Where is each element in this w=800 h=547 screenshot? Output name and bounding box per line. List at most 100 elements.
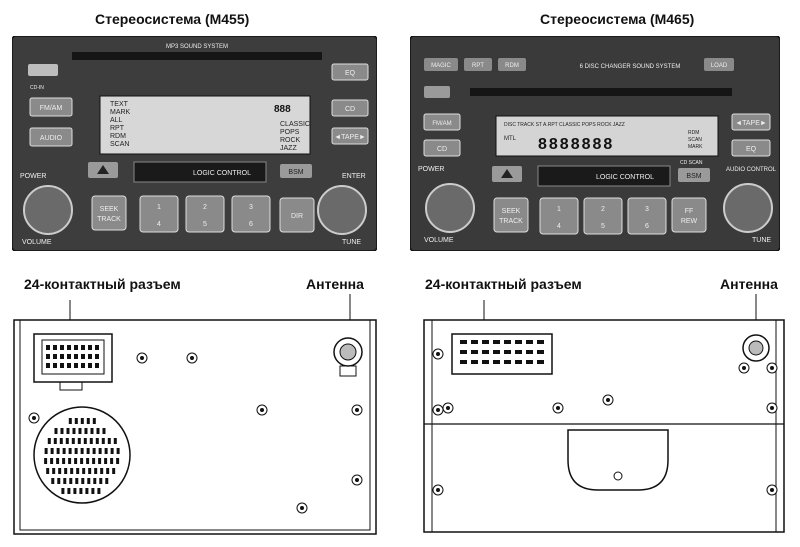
m465-connector-pin <box>482 360 489 364</box>
m455-24-pin-connector <box>33 333 113 383</box>
grille-slot <box>52 468 56 474</box>
m465-fmam-button[interactable] <box>423 113 461 131</box>
m455-audio-label: AUDIO <box>40 135 63 142</box>
grille-slot <box>75 478 79 484</box>
m455-tape-button[interactable] <box>331 127 369 145</box>
grille-slot <box>68 458 72 464</box>
m465-logic-label: LOGIC CONTROL <box>596 174 654 181</box>
m455-preset-button[interactable] <box>139 195 179 233</box>
m465-tape-button[interactable] <box>731 113 771 131</box>
title-m465: Стереосистема (M465) <box>540 11 695 27</box>
m455-display <box>99 95 311 155</box>
m455-connector-pin <box>60 363 64 368</box>
grille-slot <box>79 488 83 494</box>
grille-slot <box>62 458 66 464</box>
m455-enter-label: ENTER <box>342 173 366 180</box>
m465-connector-pin <box>460 350 467 354</box>
grille-slot <box>62 448 66 454</box>
m455-audio-button[interactable] <box>29 127 73 147</box>
m465-seek-label: SEEK <box>502 208 521 215</box>
m465-connector-pin <box>537 350 544 354</box>
m455-bsm-button[interactable] <box>280 164 312 178</box>
m465-preset-label: 1 <box>557 206 561 213</box>
m455-preset-label: 5 <box>203 221 207 228</box>
m465-preset-button[interactable] <box>539 197 579 235</box>
m455-fmam-button[interactable] <box>29 97 73 117</box>
m465-display <box>495 115 719 157</box>
grille-slot <box>97 488 101 494</box>
m465-preset-button[interactable] <box>627 197 667 235</box>
m455-connector-pin <box>88 345 92 350</box>
m455-preset-button[interactable] <box>185 195 225 233</box>
m465-ffrew-button[interactable] <box>671 197 707 233</box>
m455-eject-button[interactable] <box>28 64 58 76</box>
grille-slot <box>58 468 62 474</box>
m455-logic-label: LOGIC CONTROL <box>193 170 251 177</box>
m465-cd-button[interactable] <box>423 139 461 157</box>
m465-eq-button[interactable] <box>731 139 771 157</box>
m455-display-eq: ROCK <box>280 137 301 144</box>
m455-display-mode: RPT <box>110 125 125 132</box>
m465-connector-pin <box>504 360 511 364</box>
m465-connector-pin <box>515 360 522 364</box>
grille-slot <box>87 478 91 484</box>
m455-display-mode: SCAN <box>110 141 129 148</box>
m465-preset-button[interactable] <box>583 197 623 235</box>
title-antenna-left: Антенна <box>306 276 364 292</box>
m455-connector-pin <box>46 345 50 350</box>
grille-slot <box>77 438 81 444</box>
m465-display-left: MTL <box>504 136 517 142</box>
up-arrow-icon <box>97 165 109 174</box>
grille-slot <box>72 428 76 434</box>
m465-tune-knob[interactable] <box>723 183 773 233</box>
m455-connector-pin <box>81 363 85 368</box>
m455-volume-knob[interactable] <box>23 185 73 235</box>
m465-connector-pin <box>493 360 500 364</box>
m465-magic-button[interactable] <box>424 58 458 71</box>
m465-bsm-button[interactable] <box>678 168 710 182</box>
m455-connector-pin <box>74 345 78 350</box>
m465-preset-label: 6 <box>645 223 649 230</box>
m455-connector-pin <box>67 345 71 350</box>
m455-tune-knob[interactable] <box>317 185 367 235</box>
grille-slot <box>106 468 110 474</box>
m455-preset-button[interactable] <box>231 195 271 233</box>
m465-cd-label: CD <box>437 146 447 153</box>
m465-volume-knob[interactable] <box>425 183 475 233</box>
m465-front-panel: MAGIC RPT RDM 6 DISC CHANGER SOUND SYSTE… <box>410 36 780 251</box>
m465-rdm-button[interactable] <box>498 58 526 71</box>
m465-load-button[interactable] <box>704 58 734 71</box>
m465-connector-pin <box>537 360 544 364</box>
m465-preset-label: 3 <box>645 206 649 213</box>
m465-rpt-button[interactable] <box>464 58 492 71</box>
m455-connector-pin <box>81 345 85 350</box>
grille-slot <box>53 438 57 444</box>
grille-slot <box>44 448 48 454</box>
m455-dir-button[interactable] <box>279 197 315 233</box>
m465-eject-button[interactable] <box>424 86 450 98</box>
grille-slot <box>104 448 108 454</box>
m455-preset-label: 2 <box>203 204 207 211</box>
m465-rear-panel <box>423 294 785 533</box>
grille-slot <box>92 448 96 454</box>
m465-preset-label: 5 <box>601 223 605 230</box>
m455-connector-pin <box>74 354 78 359</box>
m455-seek-button[interactable] <box>91 195 127 231</box>
m465-bsm-label: BSM <box>686 173 701 180</box>
m455-connector-pin <box>46 363 50 368</box>
m465-connector-pin <box>493 350 500 354</box>
title-antenna-right: Антенна <box>720 276 778 292</box>
m455-display-eq: CLASSIC <box>280 121 310 128</box>
m465-audio-control-label: AUDIO CONTROL <box>726 167 777 173</box>
m455-connector-pin <box>81 354 85 359</box>
m455-cd-button[interactable] <box>331 99 369 117</box>
m455-eq-button[interactable] <box>331 63 369 81</box>
m465-power-label: POWER <box>418 166 444 173</box>
grille-slot <box>95 438 99 444</box>
m455-connector-pin <box>60 345 64 350</box>
m465-connector-pin <box>504 340 511 344</box>
grille-slot <box>116 448 120 454</box>
grille-slot <box>59 438 63 444</box>
m455-fmam-label: FM/AM <box>40 105 63 112</box>
m465-seek-button[interactable] <box>493 197 529 233</box>
